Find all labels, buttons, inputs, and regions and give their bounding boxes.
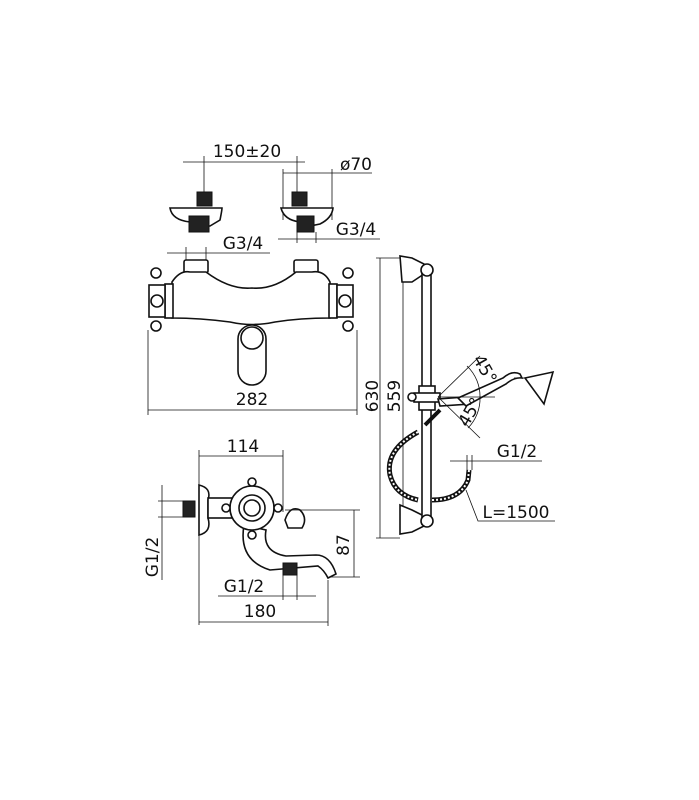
dim-hose-thread: G1/2: [497, 442, 538, 462]
shower-rail: 630 559 45° 45° G1/2 L=1: [363, 255, 555, 539]
dim-spout-outlet-thread: G1/2: [224, 577, 265, 597]
dim-side-inlet-thread: G1/2: [143, 537, 163, 578]
dim-side-depth: 114: [227, 437, 259, 457]
dim-inlet-thread-left: G3/4: [223, 234, 264, 254]
dim-rosette-diameter: ø70: [340, 155, 372, 175]
dim-hose-length: L=1500: [483, 503, 550, 523]
wall-fittings: 150±20 ø70 G3/4 G3/4: [167, 142, 380, 262]
dim-inlet-spacing: 150±20: [213, 142, 281, 162]
mixer-side-view: 114 G1/2 87 G1/2 180: [143, 437, 360, 626]
dim-inlet-thread-right: G3/4: [336, 220, 377, 240]
dim-body-width: 282: [236, 390, 268, 410]
dim-spout-height: 87: [334, 534, 354, 556]
dim-rail-total-height: 630: [363, 380, 383, 412]
dim-spout-projection: 180: [244, 602, 276, 622]
mixer-front-view: 282: [147, 259, 358, 415]
dim-rail-center-distance: 559: [385, 380, 405, 412]
